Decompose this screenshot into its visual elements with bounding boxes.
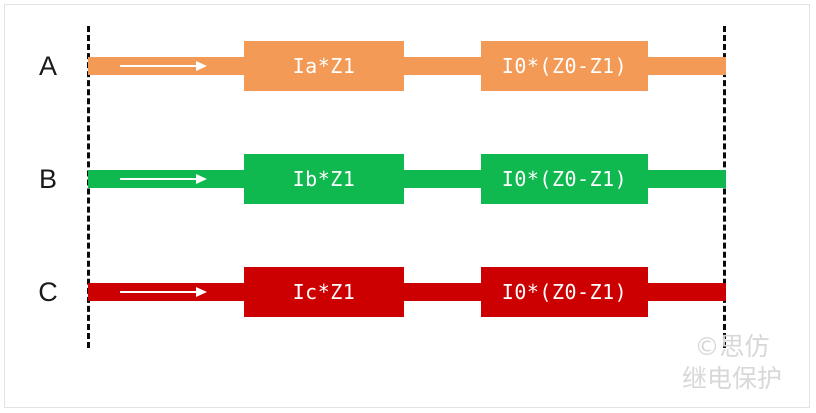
phase-b-block-i0-z0z1: I0*(Z0-Z1): [481, 154, 648, 204]
phase-b-bar-segment-3: [646, 170, 726, 188]
phase-a-bar-segment-2: [402, 57, 484, 75]
phase-label-a: A: [38, 51, 57, 81]
phase-a-arrow-head: [196, 61, 207, 71]
phase-label-b: B: [38, 164, 57, 194]
watermark: ©思仿 继电保护: [682, 331, 782, 395]
phase-c-bar-segment-2: [402, 283, 484, 301]
phase-c-arrow-head: [196, 287, 207, 297]
phase-c-bar-segment-3: [646, 283, 726, 301]
phase-a-block-2-label: I0*(Z0-Z1): [501, 54, 628, 78]
phase-label-c: C: [38, 277, 58, 307]
phase-a-block-i0-z0z1: I0*(Z0-Z1): [481, 41, 648, 91]
phase-b-block-ib-z1: Ib*Z1: [244, 154, 404, 204]
phase-a-arrow-shaft: [120, 65, 198, 67]
watermark-line-1: ©思仿: [694, 332, 770, 361]
phase-c-block-i0-z0z1: I0*(Z0-Z1): [481, 267, 648, 317]
watermark-line-2: 继电保护: [681, 364, 782, 393]
phase-a-block-1-label: Ia*Z1: [292, 54, 356, 78]
phase-b-block-2-label: I0*(Z0-Z1): [501, 167, 628, 191]
phase-b-bar-segment-2: [402, 170, 484, 188]
phase-c-block-2-label: I0*(Z0-Z1): [501, 280, 628, 304]
phase-c-block-ic-z1: Ic*Z1: [244, 267, 404, 317]
phase-b-arrow-head: [196, 174, 207, 184]
phase-b-arrow-shaft: [120, 178, 198, 180]
phase-b-block-1-label: Ib*Z1: [292, 167, 356, 191]
phase-a-bar-segment-3: [646, 57, 726, 75]
phase-c-block-1-label: Ic*Z1: [292, 280, 356, 304]
phase-a-block-ia-z1: Ia*Z1: [244, 41, 404, 91]
phase-c-arrow-shaft: [120, 291, 198, 293]
